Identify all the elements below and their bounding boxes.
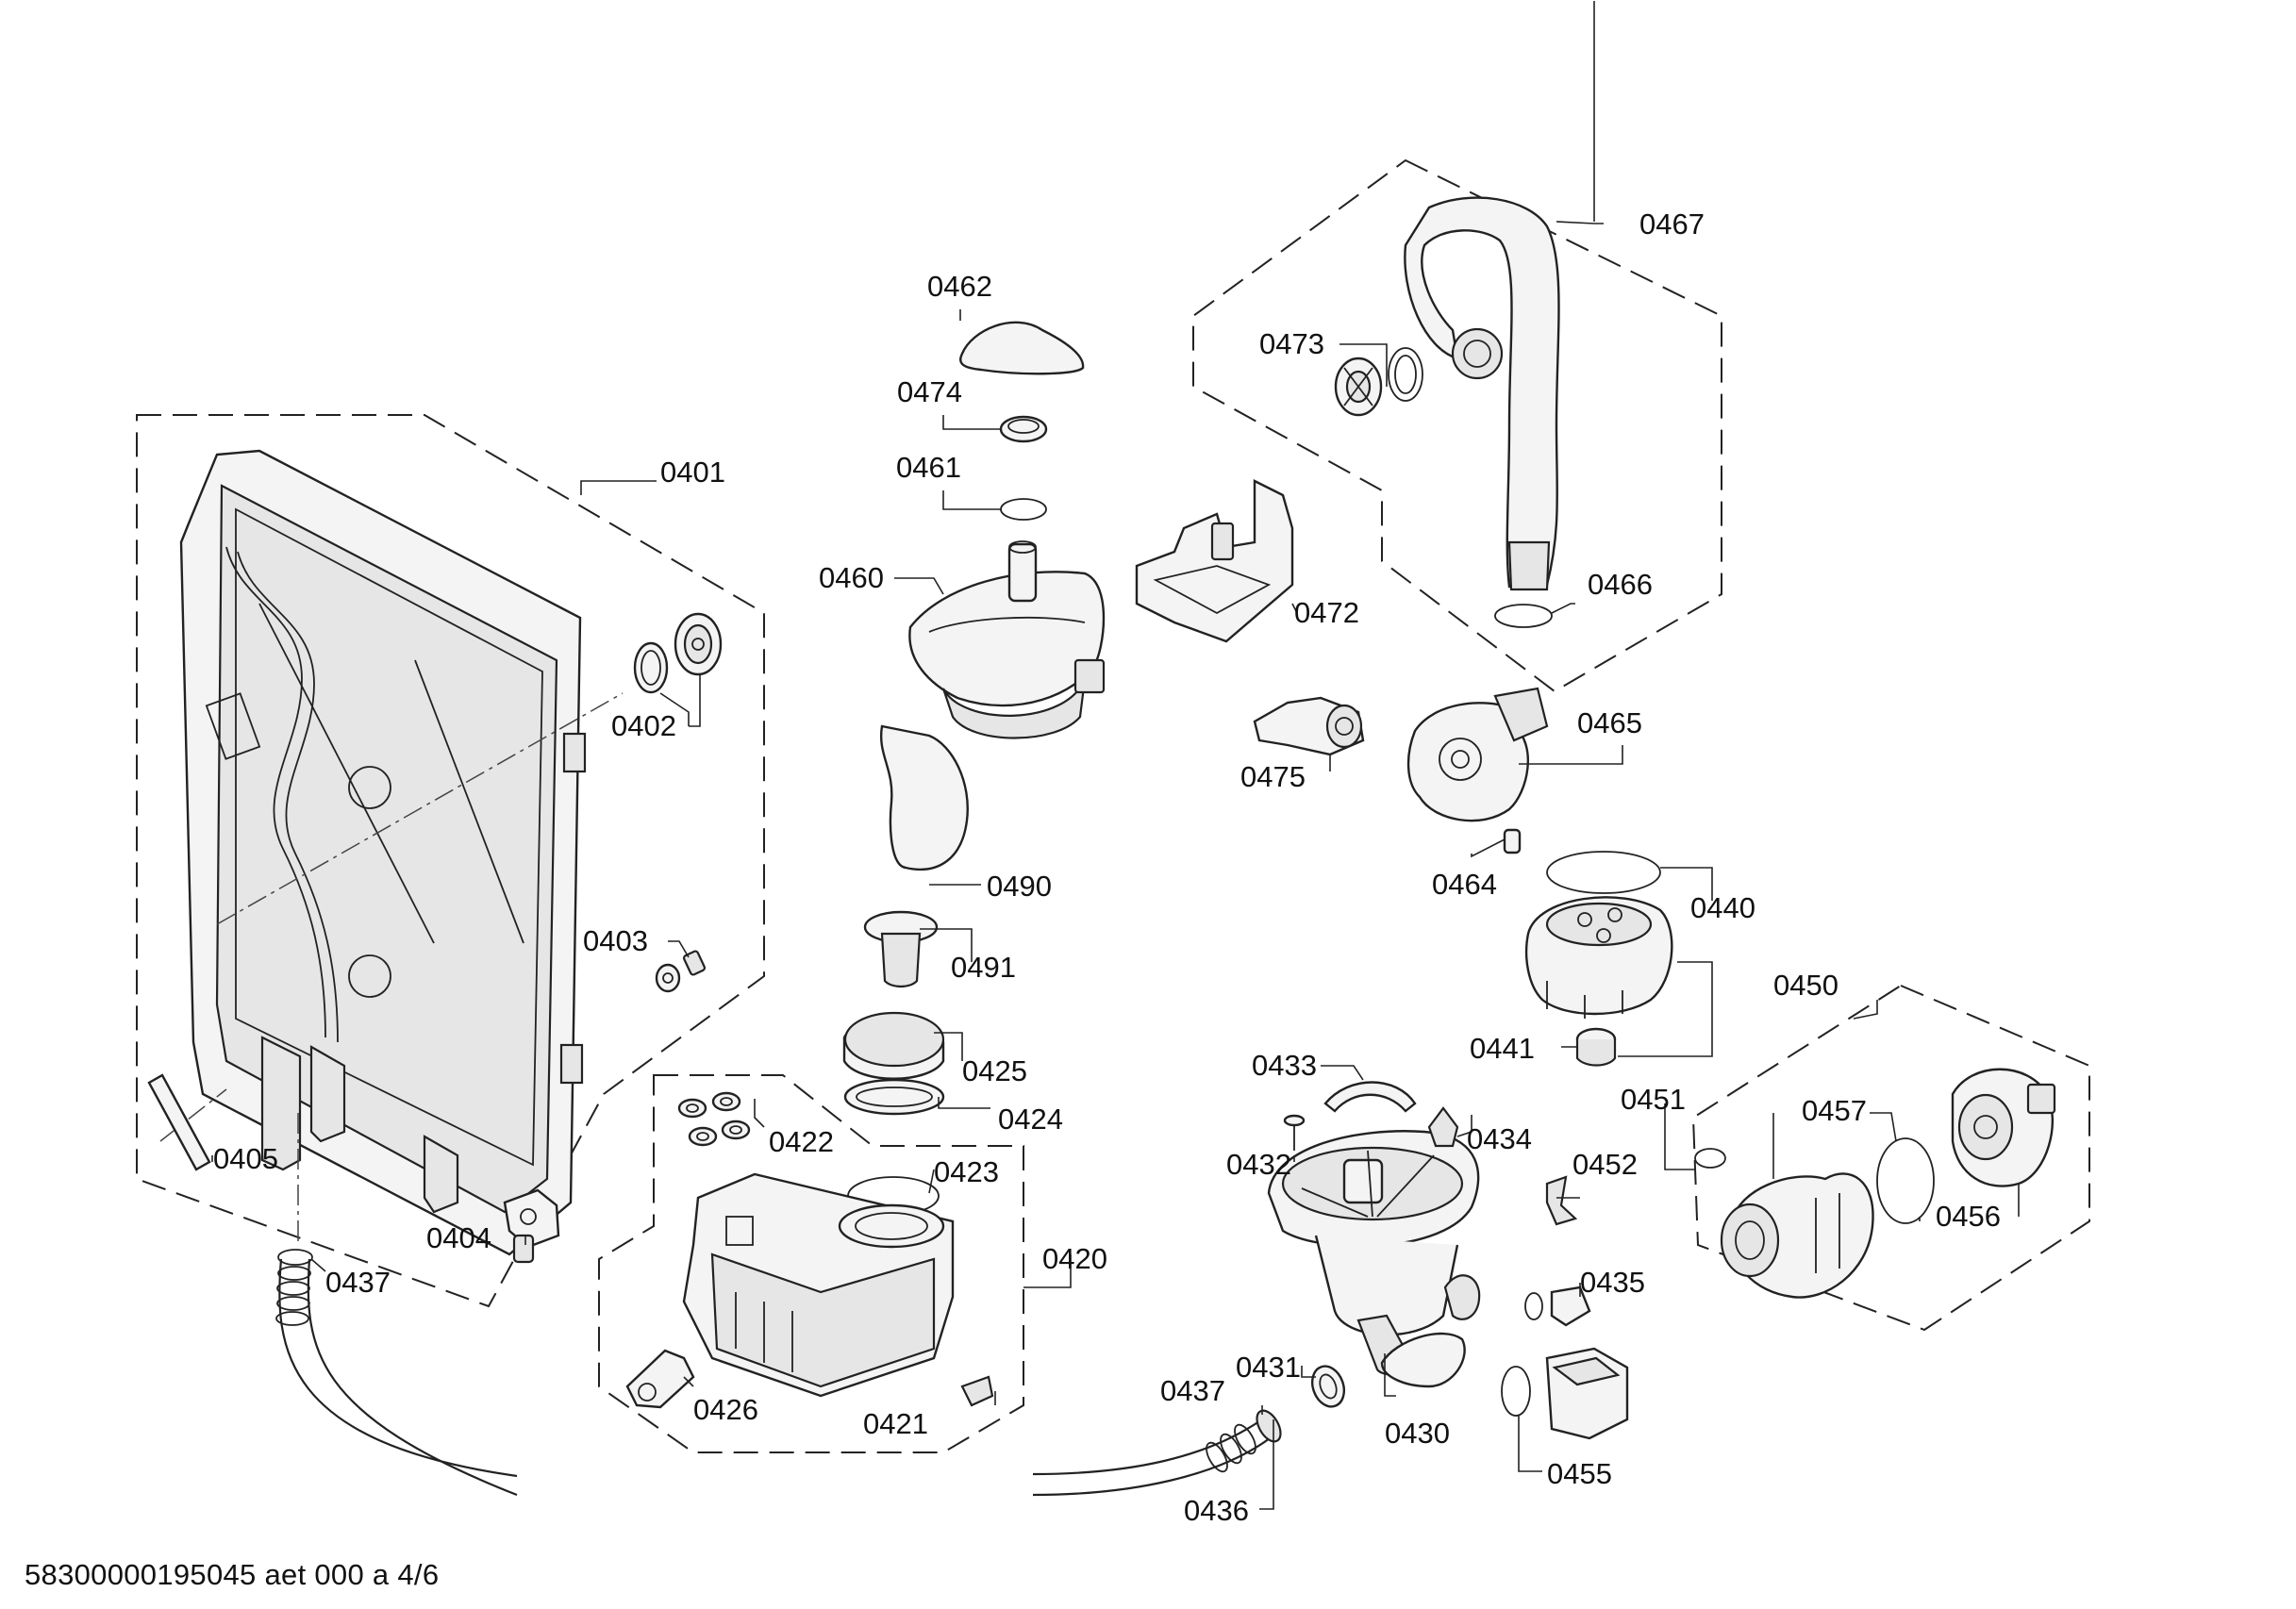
callout-0402: 0402 bbox=[611, 709, 676, 742]
seal-0466 bbox=[1494, 604, 1553, 628]
callout-0404: 0404 bbox=[426, 1221, 491, 1254]
sensor-0426 bbox=[625, 1349, 695, 1409]
clip-0421 bbox=[960, 1375, 994, 1407]
callout-0435: 0435 bbox=[1580, 1266, 1645, 1299]
callout-0460: 0460 bbox=[819, 561, 884, 594]
callout-0425: 0425 bbox=[962, 1054, 1027, 1087]
ring-0474 bbox=[999, 415, 1048, 443]
clip-0452 bbox=[1545, 1175, 1578, 1226]
callout-0420: 0420 bbox=[1042, 1242, 1107, 1275]
cap-0462 bbox=[959, 321, 1085, 375]
callout-0491: 0491 bbox=[951, 951, 1016, 984]
bracket-0472 bbox=[1135, 479, 1294, 643]
callout-0490: 0490 bbox=[987, 870, 1052, 903]
callout-0424: 0424 bbox=[998, 1103, 1063, 1136]
callout-0452: 0452 bbox=[1572, 1148, 1638, 1181]
callout-0423: 0423 bbox=[934, 1155, 999, 1188]
callout-0450: 0450 bbox=[1773, 969, 1838, 1002]
motor-0456-unit bbox=[1951, 1068, 2056, 1187]
seal-0451 bbox=[1694, 1148, 1726, 1169]
clip-0405 bbox=[147, 1073, 211, 1171]
callout-0441: 0441 bbox=[1470, 1032, 1535, 1065]
callout-0457: 0457 bbox=[1802, 1094, 1867, 1127]
drain-hose bbox=[275, 1249, 1282, 1497]
funnel-0490 bbox=[879, 724, 969, 871]
callout-0465: 0465 bbox=[1577, 706, 1642, 739]
axis-line-door-lower bbox=[159, 1088, 227, 1142]
callout-0472: 0472 bbox=[1294, 596, 1359, 629]
callout-0461: 0461 bbox=[896, 451, 961, 484]
callout-0405: 0405 bbox=[213, 1142, 278, 1175]
callout-0455: 0455 bbox=[1547, 1457, 1612, 1490]
cap-0425 bbox=[842, 1011, 945, 1080]
callout-0434: 0434 bbox=[1467, 1122, 1532, 1155]
pump-0465 bbox=[1406, 687, 1549, 822]
leader-lines bbox=[211, 1, 1595, 1510]
hose-corrugation-upper bbox=[275, 1249, 313, 1326]
callout-0403: 0403 bbox=[583, 924, 648, 957]
callout-0456: 0456 bbox=[1936, 1200, 2001, 1233]
pump-0455 bbox=[1501, 1347, 1629, 1440]
callout-0422: 0422 bbox=[769, 1125, 834, 1158]
callout-0432: 0432 bbox=[1226, 1148, 1291, 1181]
group-boundary-0401 bbox=[136, 414, 765, 1308]
callout-0475: 0475 bbox=[1240, 760, 1306, 793]
heater-0440 bbox=[1524, 851, 1673, 1019]
group-boundary-0450 bbox=[1691, 984, 2090, 1332]
callout-0430: 0430 bbox=[1385, 1417, 1450, 1450]
callout-0433: 0433 bbox=[1252, 1049, 1317, 1082]
hose-corrugation-lower bbox=[1206, 1409, 1282, 1473]
callout-0467: 0467 bbox=[1639, 207, 1705, 241]
part-0431 bbox=[1310, 1365, 1346, 1408]
callout-0466: 0466 bbox=[1588, 568, 1653, 601]
sensor-0475 bbox=[1253, 696, 1365, 756]
callout-0440: 0440 bbox=[1690, 891, 1755, 924]
door-panel-0401 bbox=[179, 449, 587, 1256]
cup-0491 bbox=[863, 910, 939, 988]
callout-0426: 0426 bbox=[693, 1393, 758, 1426]
pump-0457 bbox=[1720, 1172, 1874, 1299]
leader-lines-right bbox=[1291, 221, 2020, 1472]
tube-0467 bbox=[1404, 196, 1560, 591]
axis-line-door bbox=[216, 692, 624, 925]
ring-0424 bbox=[843, 1078, 945, 1116]
callout-0431: 0431 bbox=[1236, 1351, 1301, 1384]
sump-0430 bbox=[1267, 1130, 1481, 1388]
callout-0401: 0401 bbox=[660, 456, 725, 489]
callout-0451: 0451 bbox=[1621, 1083, 1686, 1116]
callout-0473: 0473 bbox=[1259, 327, 1324, 360]
clip-0434 bbox=[1427, 1106, 1459, 1148]
part-0441 bbox=[1575, 1027, 1617, 1067]
clip-0433 bbox=[1323, 1081, 1417, 1113]
callout-0421: 0421 bbox=[863, 1407, 928, 1440]
softener-0420 bbox=[682, 1172, 955, 1398]
seal-0461 bbox=[1000, 498, 1047, 521]
callout-0464: 0464 bbox=[1432, 868, 1497, 901]
seal-rings-0402 bbox=[633, 612, 723, 694]
seals-0422 bbox=[677, 1091, 751, 1147]
callout-0462: 0462 bbox=[927, 270, 992, 303]
fittings-0403 bbox=[655, 950, 707, 993]
tank-0460 bbox=[908, 540, 1106, 739]
valve-0404 bbox=[503, 1188, 560, 1264]
seal-0456 bbox=[1876, 1137, 1935, 1224]
callout-0474: 0474 bbox=[897, 375, 962, 408]
impeller-0473 bbox=[1334, 347, 1423, 417]
part-0464 bbox=[1503, 828, 1522, 854]
group-boundary-0467 bbox=[1192, 158, 1722, 693]
document-code: 58300000195045 aet 000 a 4/6 bbox=[25, 1558, 440, 1591]
callout-0437-lower: 0437 bbox=[1160, 1374, 1225, 1407]
group-boundary-0420 bbox=[598, 1074, 1024, 1453]
screw-0432 bbox=[1283, 1114, 1306, 1151]
callout-0437-upper: 0437 bbox=[325, 1266, 391, 1299]
callout-0436: 0436 bbox=[1184, 1494, 1249, 1527]
